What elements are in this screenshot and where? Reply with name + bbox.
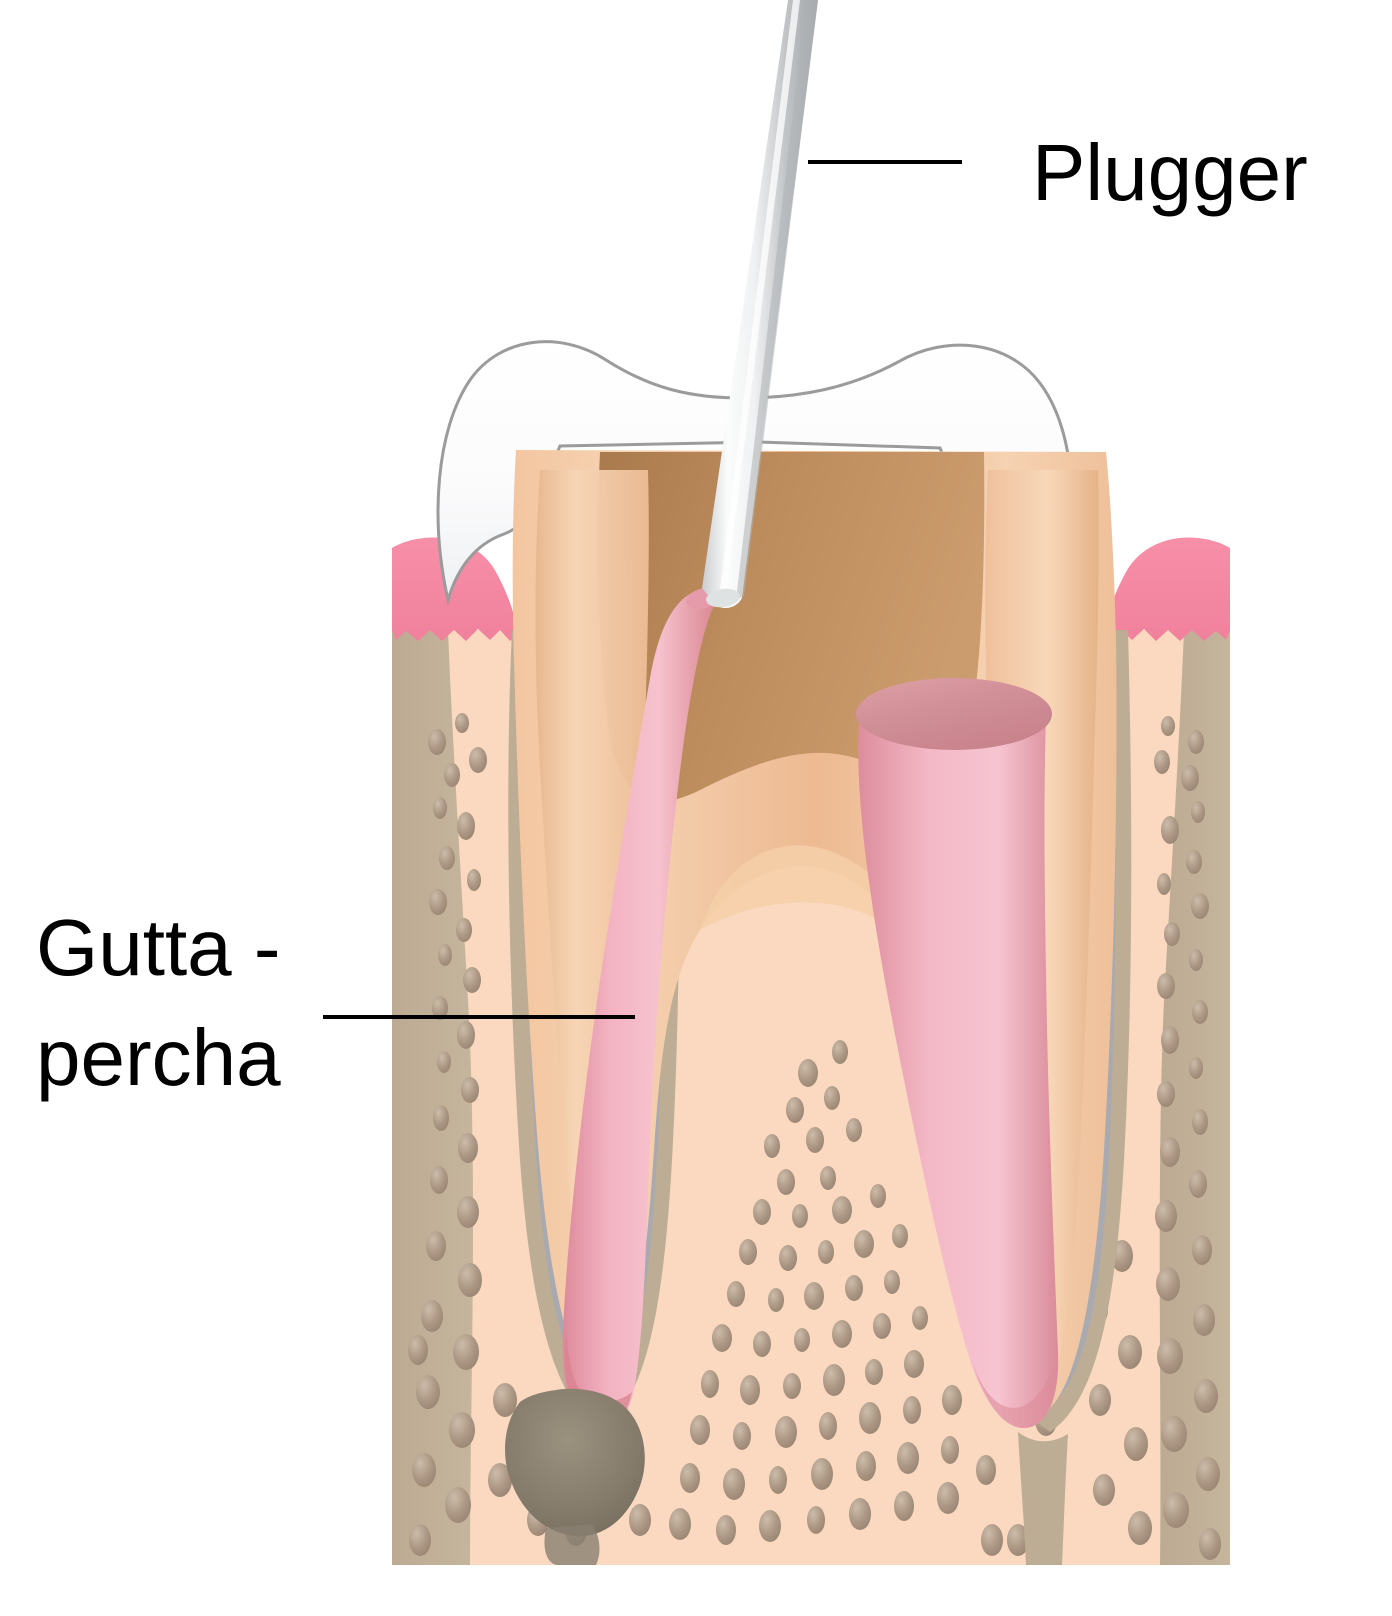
gutta-percha-label-line1: Gutta - [36,903,281,992]
gingiva-right [1104,537,1230,641]
plugger-instrument[interactable] [702,0,818,609]
gutta-percha-cut-face [856,678,1052,750]
gutta-percha-cone-right [856,678,1059,1429]
plugger-label: Plugger [1032,128,1308,217]
gutta-percha-label-line2: percha [36,1013,281,1102]
label-gutta-percha: Gutta - percha [36,903,635,1102]
interradicular-septum [1018,1432,1068,1565]
enamel-crown [436,340,1075,610]
periapical-lesion [505,1388,645,1565]
label-plugger: Plugger [808,128,1308,217]
gingiva-left [392,537,518,641]
